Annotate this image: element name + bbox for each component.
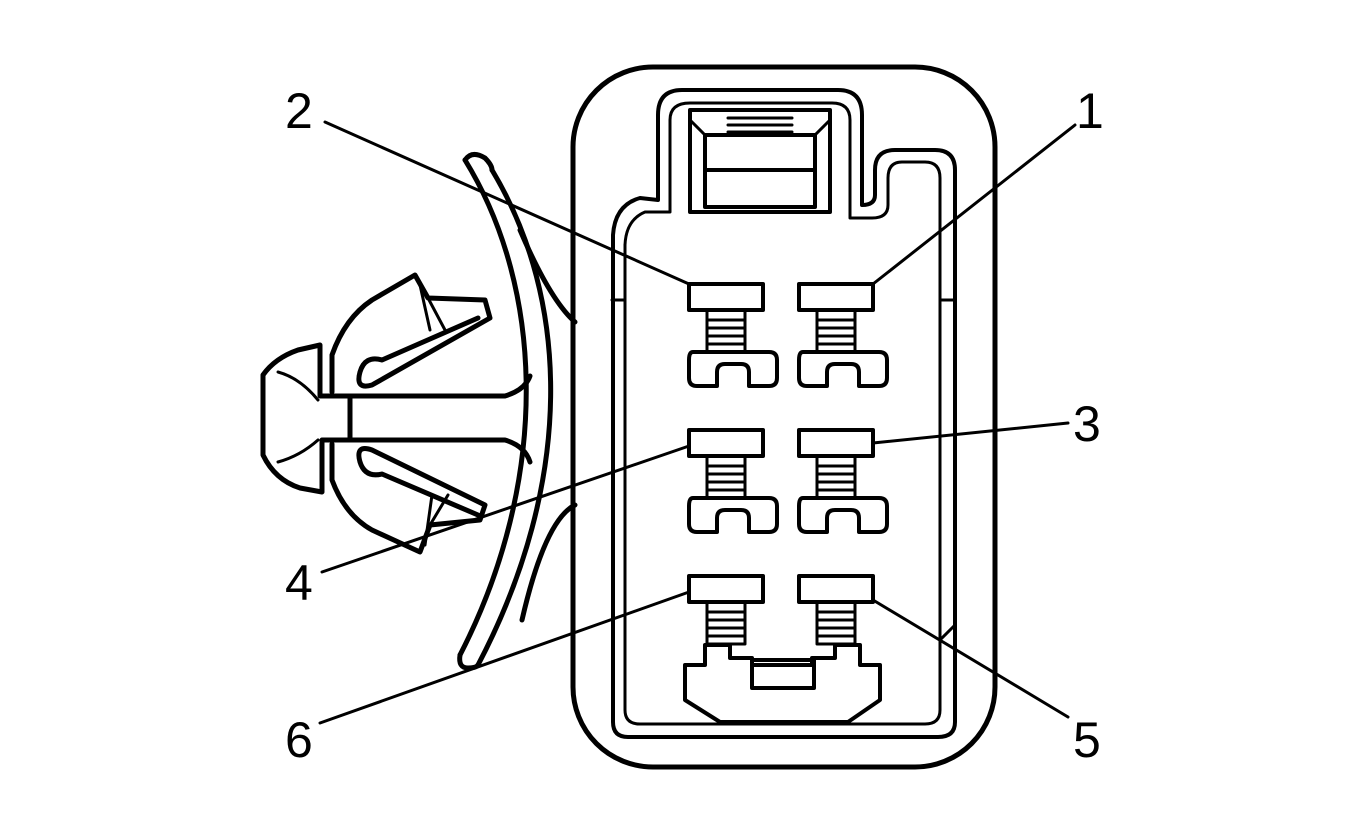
- leader-line-1: [871, 123, 1077, 286]
- leader-line-2: [323, 120, 691, 286]
- callout-3: 3: [1073, 396, 1101, 452]
- latch-side-right: [813, 118, 832, 137]
- pin-head: [260, 342, 353, 495]
- clip-rail-bottom-cap: [457, 652, 481, 671]
- leader-line-3: [871, 421, 1070, 445]
- terminal-cavity-1: [797, 282, 889, 388]
- clip-rail-inner: [475, 167, 554, 668]
- pin-head-curve-top: [276, 370, 320, 402]
- boss-outline: [683, 643, 882, 724]
- connector-bottom-boss: [683, 643, 882, 724]
- leader-line-4: [320, 444, 691, 574]
- terminal-cavity-4: [687, 428, 779, 534]
- leader-line-6: [318, 590, 691, 725]
- callout-6: 6: [285, 712, 313, 768]
- boss-key: [750, 658, 816, 690]
- callout-1: 1: [1076, 83, 1104, 139]
- pin-lower-barb: [329, 441, 488, 555]
- pin-upper-barb: [329, 272, 493, 395]
- housing-left-rib: [610, 243, 627, 302]
- leader-line-5: [871, 598, 1070, 719]
- callout-labels: 1 2 3 4 5 6: [285, 83, 1104, 768]
- callout-4: 4: [285, 555, 313, 611]
- terminal-cavity-2: [687, 282, 779, 388]
- clip-rail-outer: [457, 157, 529, 658]
- housing-outer: [570, 64, 998, 770]
- clip-lower-tab: [519, 502, 578, 623]
- terminal-cavity-6: [687, 574, 765, 646]
- latch-side-left: [688, 118, 707, 137]
- leader-lines: [318, 120, 1077, 725]
- pin-upper-barb-detail: [418, 283, 447, 332]
- terminal-cavity-3: [797, 428, 889, 534]
- pin-head-curve-bottom: [276, 438, 320, 464]
- latch-outer: [688, 108, 832, 214]
- terminal-cavity-5: [797, 574, 875, 646]
- housing-inner-wall-2: [623, 101, 942, 726]
- housing-inner-wall: [611, 88, 957, 739]
- callout-2: 2: [285, 83, 313, 139]
- connector-latch: [688, 108, 832, 214]
- pin-lower-barb-detail: [423, 493, 450, 547]
- housing-right-rib-lower: [938, 623, 957, 642]
- housing-right-rib: [938, 243, 957, 302]
- callout-5: 5: [1073, 712, 1101, 768]
- pin-shaft: [347, 373, 533, 465]
- mounting-clip: [260, 152, 578, 671]
- clip-upper-tab: [517, 227, 578, 325]
- clip-rail-top-cap: [462, 152, 495, 173]
- connector-housing: [570, 64, 998, 770]
